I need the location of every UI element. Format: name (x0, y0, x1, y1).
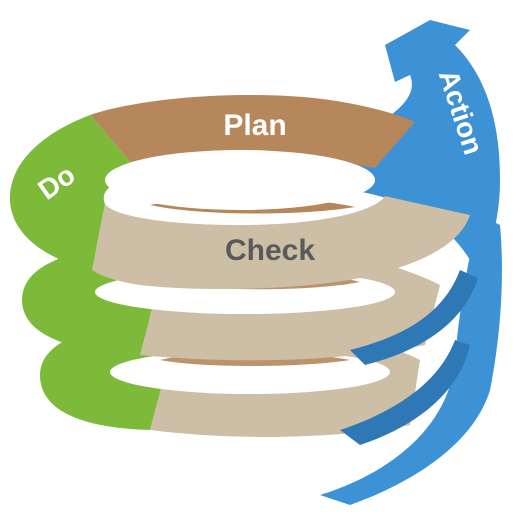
plan-segment (90, 95, 415, 173)
action-arrow-band-mid (350, 270, 478, 365)
check-label: Check (225, 234, 315, 267)
spiral-center-hole (105, 150, 375, 210)
action-segment-top (375, 122, 483, 215)
spiral-coil-top (9, 95, 483, 290)
plan-label: Plan (223, 109, 286, 142)
do-segment (9, 115, 140, 270)
check-segment (92, 196, 470, 290)
action-arrow-band-lower (340, 340, 470, 445)
action-arrow-tail (320, 215, 502, 505)
